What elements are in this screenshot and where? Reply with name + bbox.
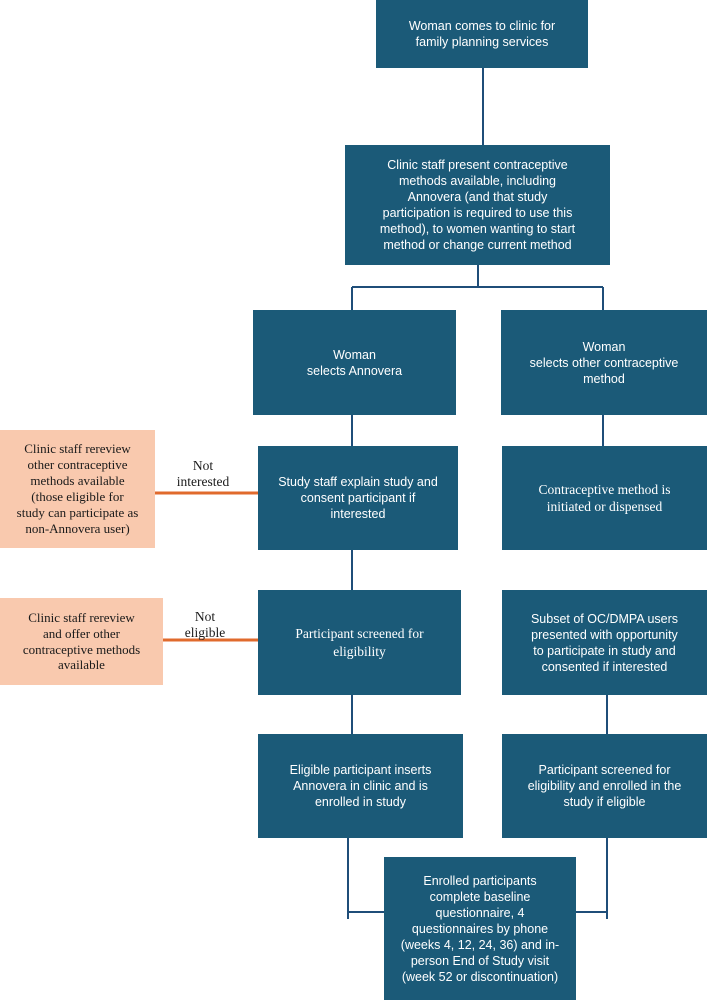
connector-inserts-to-enrolled bbox=[347, 838, 384, 913]
method-initiated-box: Contraceptive method is initiated or dis… bbox=[502, 446, 707, 550]
staff-present-box: Clinic staff present contraceptive metho… bbox=[345, 145, 610, 265]
inserts-annovera-box: Eligible participant inserts Annovera in… bbox=[258, 734, 463, 838]
selects-other-box: Woman selects other contraceptive method bbox=[501, 310, 707, 415]
connector-screened-to-enrolled bbox=[576, 838, 608, 913]
not-eligible-label: Not eligible bbox=[184, 609, 226, 641]
subset-users-box: Subset of OC/DMPA users presented with o… bbox=[502, 590, 707, 695]
not-interested-label: Not interested bbox=[176, 458, 230, 490]
rereview-eligible-box: Clinic staff rereview and offer other co… bbox=[0, 598, 163, 685]
explain-consent-box: Study staff explain study and consent pa… bbox=[258, 446, 458, 550]
rereview-interested-box: Clinic staff rereview other contraceptiv… bbox=[0, 430, 155, 548]
selects-annovera-box: Woman selects Annovera bbox=[253, 310, 456, 415]
screened-eligibility-box: Participant screened for eligibility bbox=[258, 590, 461, 695]
enrolled-complete-box: Enrolled participants complete baseline … bbox=[384, 857, 576, 1000]
clinic-visit-box: Woman comes to clinic for family plannin… bbox=[376, 0, 588, 68]
screened-enrolled-box: Participant screened for eligibility and… bbox=[502, 734, 707, 838]
